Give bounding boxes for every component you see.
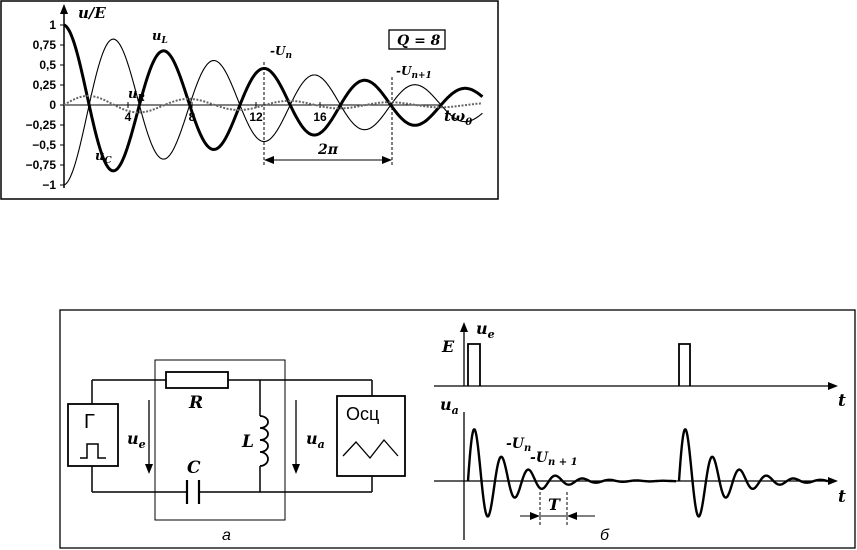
circuit-diagram: Г R C L ue ua bbox=[67, 359, 406, 544]
x-tick-label: 12 bbox=[249, 110, 263, 124]
x-tick-label: 16 bbox=[313, 110, 327, 124]
E-label: E bbox=[441, 337, 455, 356]
y-tick-label: 1 bbox=[49, 18, 56, 32]
y-tick-label: 0,75 bbox=[33, 38, 57, 52]
resistor bbox=[165, 371, 229, 389]
y-tick-label: −0,25 bbox=[26, 118, 57, 132]
q-badge: Q = 8 bbox=[388, 29, 446, 50]
period-arrow-left bbox=[264, 156, 274, 164]
svg-text:Осц: Осц bbox=[346, 404, 379, 424]
damped-oscillation-1 bbox=[466, 428, 676, 518]
x-tick-label: 4 bbox=[125, 110, 132, 124]
top-y-arrow bbox=[60, 4, 68, 14]
inductor-label: L bbox=[241, 432, 254, 452]
svg-text:Q = 8: Q = 8 bbox=[397, 33, 441, 49]
annot-U-n: -Un bbox=[270, 44, 292, 61]
period-label: 2π bbox=[317, 142, 339, 158]
damped-oscillation-2 bbox=[677, 428, 829, 518]
svg-text:Г: Г bbox=[84, 411, 95, 433]
label-u-R: uR bbox=[128, 87, 145, 104]
bottom-frame bbox=[59, 309, 856, 549]
annot-w-U-n1: -Un + 1 bbox=[530, 450, 578, 468]
y-tick-label: −0,5 bbox=[32, 138, 56, 152]
circuit-block bbox=[154, 359, 286, 521]
sawtooth-icon bbox=[342, 438, 399, 460]
capacitor-label: C bbox=[187, 458, 201, 478]
generator: Г bbox=[67, 403, 119, 467]
t-label-2: t bbox=[838, 487, 846, 507]
curve-u-R bbox=[63, 94, 483, 114]
capacitor bbox=[185, 480, 201, 504]
y-tick-label: −1 bbox=[42, 178, 56, 192]
input-pulse-1 bbox=[467, 343, 481, 386]
top-y-axis-label: u/E bbox=[78, 4, 106, 22]
period-arrow-right bbox=[382, 156, 392, 164]
top-y-ticks: 1 0,75 0,5 0,25 0 −0,25 −0,5 −0,75 −1 bbox=[26, 18, 64, 192]
input-pulse-2 bbox=[678, 343, 691, 386]
caption-b: б bbox=[600, 527, 610, 544]
ua-label: ua bbox=[306, 429, 325, 451]
waveforms: ue E t ua t -Un -Un + 1 T б bbox=[434, 319, 846, 544]
ue-label: ue bbox=[127, 429, 146, 451]
annot-U-n1: -Un+1 bbox=[396, 64, 432, 81]
pulse-icon bbox=[80, 443, 106, 459]
curve-u-C bbox=[63, 38, 483, 186]
oscilloscope: Осц bbox=[336, 395, 406, 477]
y-tick-label: 0,5 bbox=[39, 58, 56, 72]
label-u-L: uL bbox=[152, 29, 168, 46]
ua-axis-label: ua bbox=[440, 395, 459, 417]
y-tick-label: 0 bbox=[49, 98, 56, 112]
top-x-axis-label: tω0 bbox=[444, 107, 472, 128]
annot-w-U-n: -Un bbox=[506, 436, 531, 454]
y-tick-label: −0,75 bbox=[26, 158, 57, 172]
bottom-figure: Г R C L ue ua bbox=[59, 309, 856, 549]
inductor bbox=[259, 415, 269, 467]
y-tick-label: 0,25 bbox=[33, 78, 57, 92]
label-u-C: uC bbox=[95, 149, 112, 166]
resistor-label: R bbox=[188, 393, 203, 413]
curve-u-L bbox=[63, 23, 484, 173]
t-label-1: t bbox=[838, 391, 846, 411]
ue-axis-label: ue bbox=[476, 319, 495, 341]
period-T-label: T bbox=[548, 495, 561, 514]
caption-a: а bbox=[222, 527, 231, 544]
top-chart-frame bbox=[0, 0, 499, 200]
